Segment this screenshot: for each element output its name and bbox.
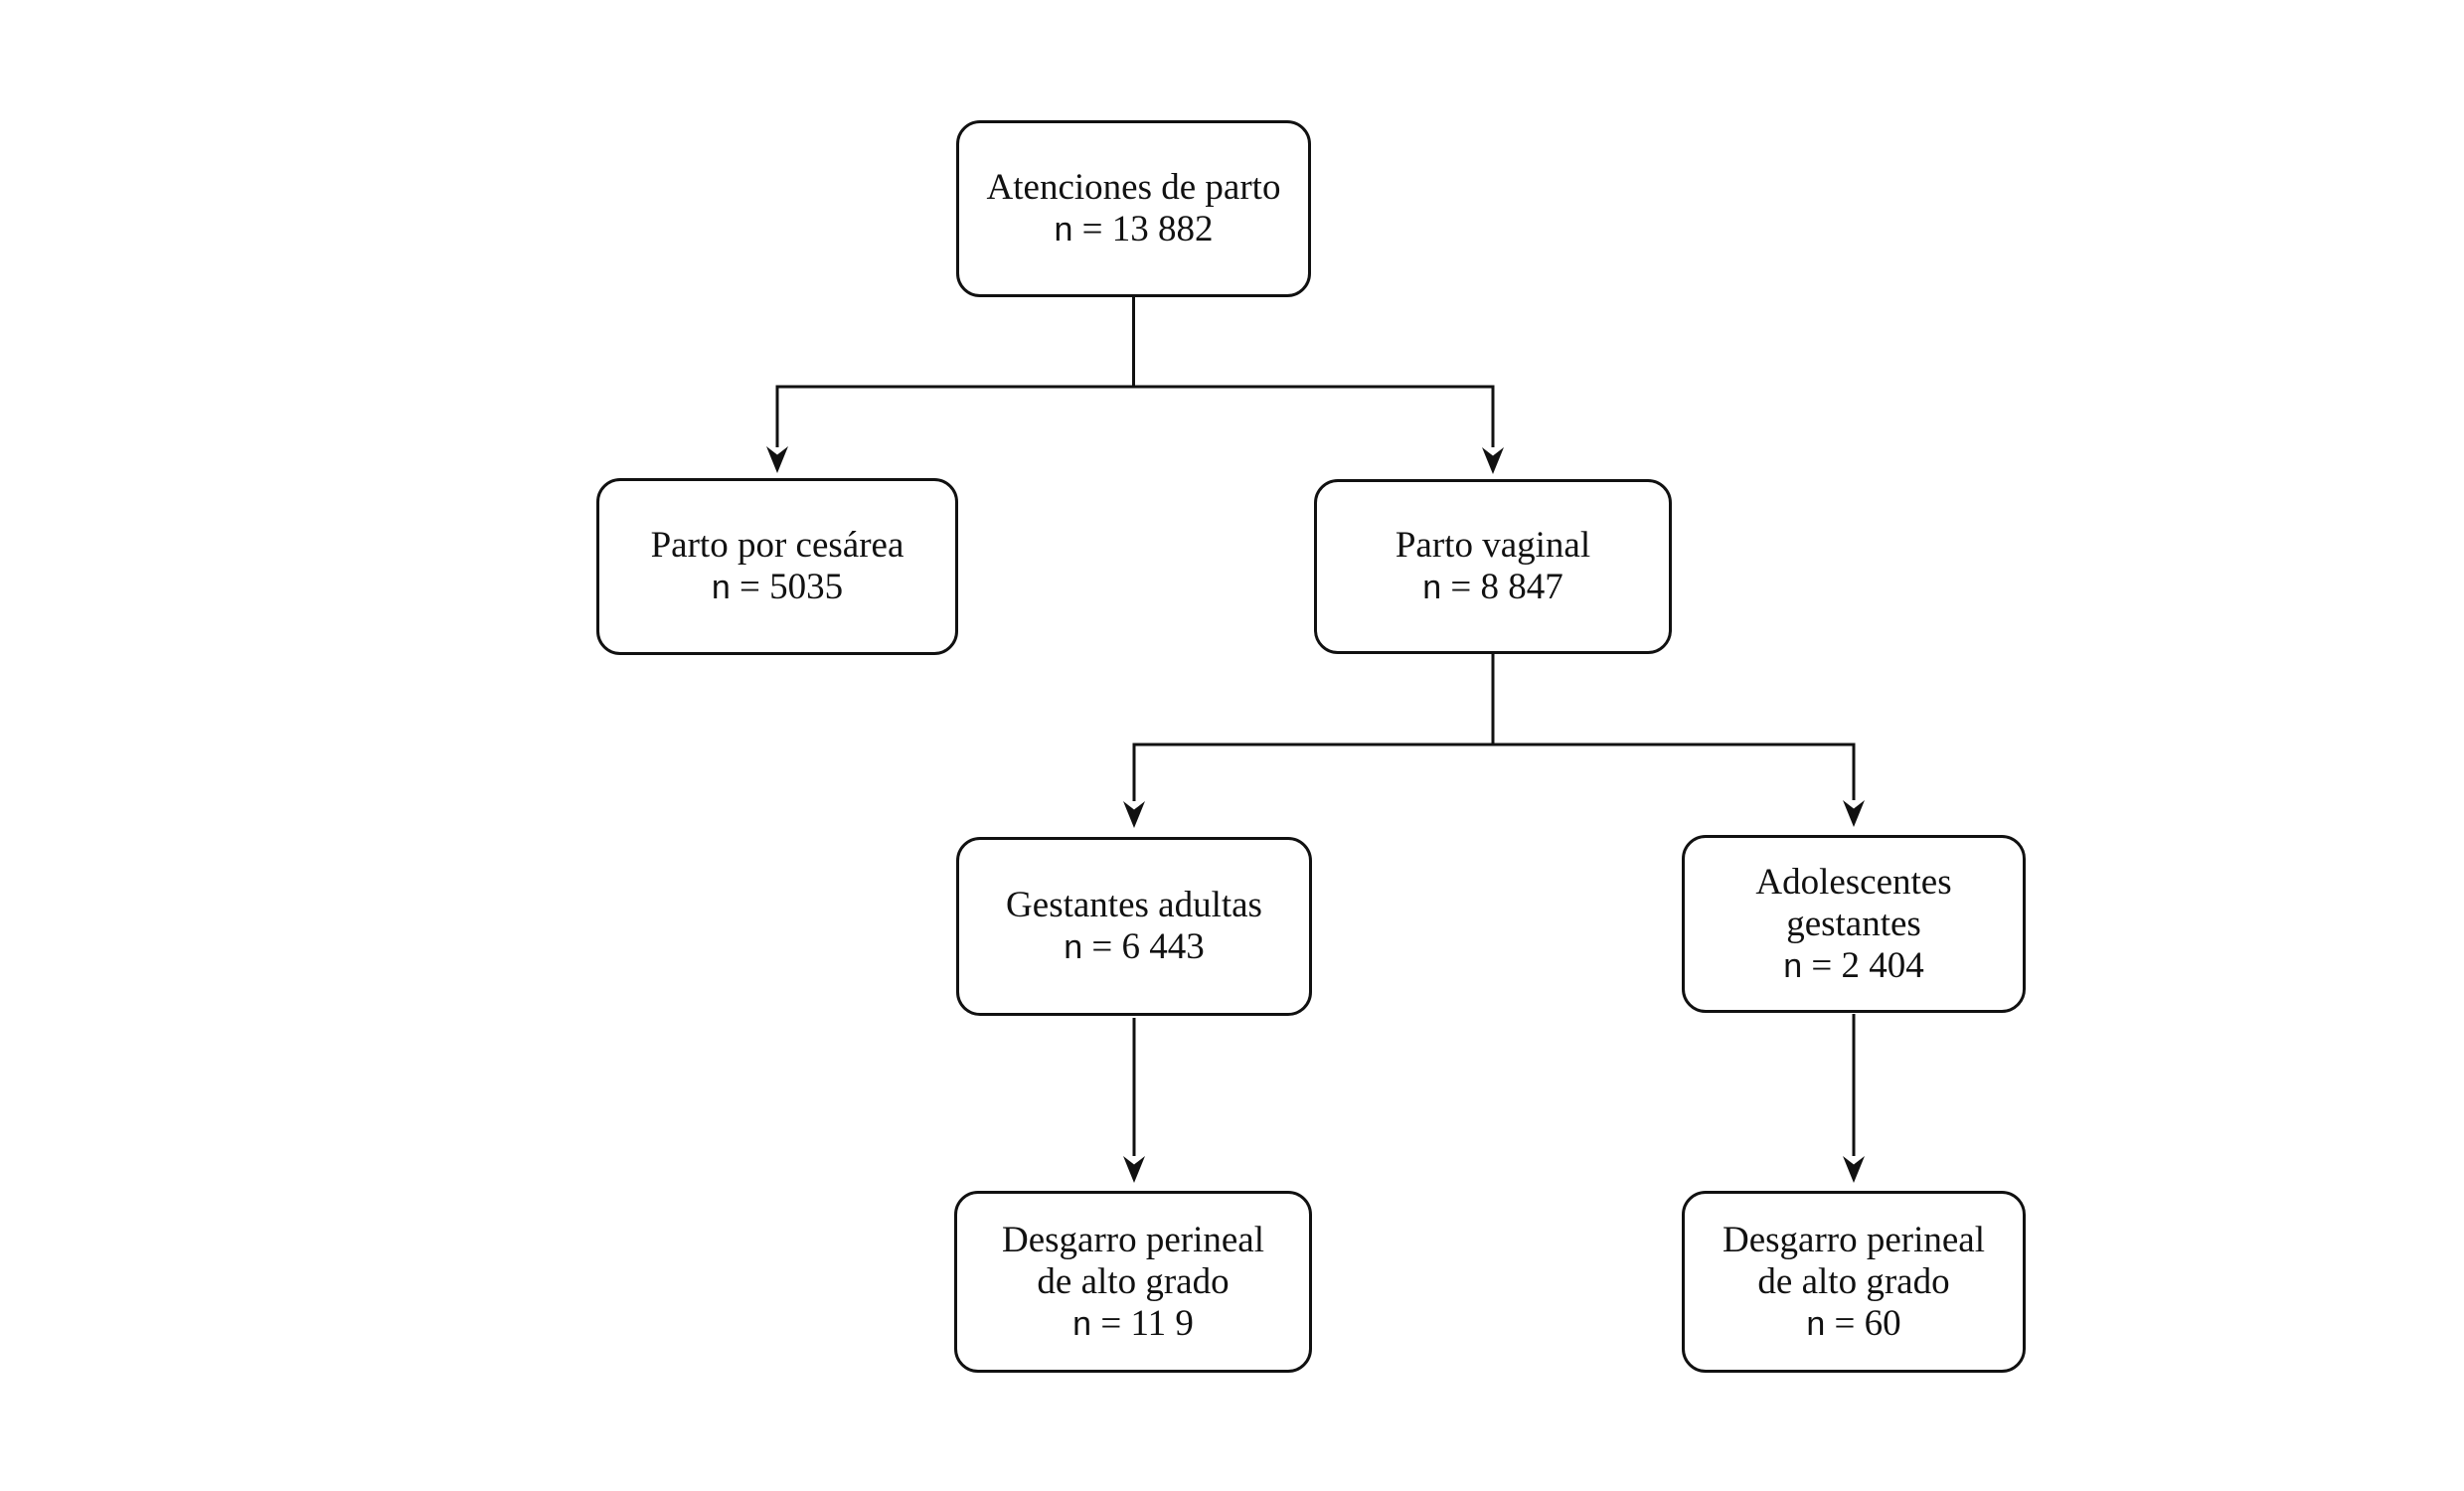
count-value: = 2 404	[1802, 944, 1924, 986]
flow-node-parto-por-cesarea: Parto por cesárea n = 5035	[596, 478, 958, 655]
flow-node-gestantes-adultas: Gestantes adultas n = 6 443	[956, 837, 1312, 1016]
edge-atenciones-split	[775, 297, 1495, 447]
arrowhead-to-adultas-icon	[1123, 801, 1145, 828]
node-label-line: Desgarro perineal	[1722, 1219, 1985, 1260]
node-count: n = 5035	[712, 567, 843, 608]
flow-node-desgarro-perineal-adolescentes: Desgarro perineal de alto grado n = 60	[1682, 1191, 2026, 1373]
edge-vaginal-split	[1132, 654, 1856, 801]
node-label-line: gestantes	[1786, 903, 1921, 944]
n-symbol: n	[1422, 569, 1442, 606]
n-symbol: n	[1064, 928, 1083, 966]
n-symbol: n	[1806, 1304, 1826, 1343]
flow-node-desgarro-perineal-adultas: Desgarro perineal de alto grado n = 11 9	[954, 1191, 1312, 1373]
n-symbol: n	[1783, 946, 1803, 985]
node-count: n = 11 9	[1072, 1303, 1194, 1345]
count-value: = 11 9	[1091, 1302, 1194, 1344]
node-count: n = 13 882	[1054, 209, 1213, 250]
count-value: = 5035	[730, 567, 844, 607]
arrowhead-to-vaginal-icon	[1482, 447, 1504, 474]
count-value: = 60	[1825, 1302, 1901, 1344]
count-value: = 8 847	[1441, 567, 1563, 607]
arrowhead-to-cesarea-icon	[766, 446, 788, 473]
n-symbol: n	[711, 569, 731, 606]
arrowhead-to-adolescentes-icon	[1843, 800, 1865, 827]
n-symbol: n	[1054, 211, 1073, 248]
node-label-line: Atenciones de parto	[986, 167, 1281, 208]
flow-node-parto-vaginal: Parto vaginal n = 8 847	[1314, 479, 1672, 654]
flow-node-atenciones-de-parto: Atenciones de parto n = 13 882	[956, 120, 1311, 297]
node-label-line: Parto vaginal	[1395, 525, 1591, 566]
node-count: n = 8 847	[1422, 567, 1563, 608]
node-label-line: Parto por cesárea	[650, 525, 904, 566]
arrowhead-to-desgarro-adolescentes-icon	[1843, 1156, 1865, 1183]
count-value: = 13 882	[1072, 209, 1214, 249]
node-count: n = 6 443	[1064, 926, 1205, 968]
node-label-line: Gestantes adultas	[1006, 885, 1262, 925]
count-value: = 6 443	[1082, 926, 1205, 967]
n-symbol: n	[1072, 1304, 1092, 1343]
flow-node-adolescentes-gestantes: Adolescentes gestantes n = 2 404	[1682, 835, 2026, 1013]
node-count: n = 60	[1806, 1303, 1900, 1345]
arrowhead-to-desgarro-adultas-icon	[1123, 1156, 1145, 1183]
node-label-line: de alto grado	[1757, 1260, 1950, 1302]
node-label-line: Adolescentes	[1755, 861, 1952, 903]
node-label-line: Desgarro perineal	[1001, 1219, 1264, 1260]
node-label-line: de alto grado	[1037, 1260, 1230, 1302]
node-count: n = 2 404	[1783, 945, 1924, 987]
